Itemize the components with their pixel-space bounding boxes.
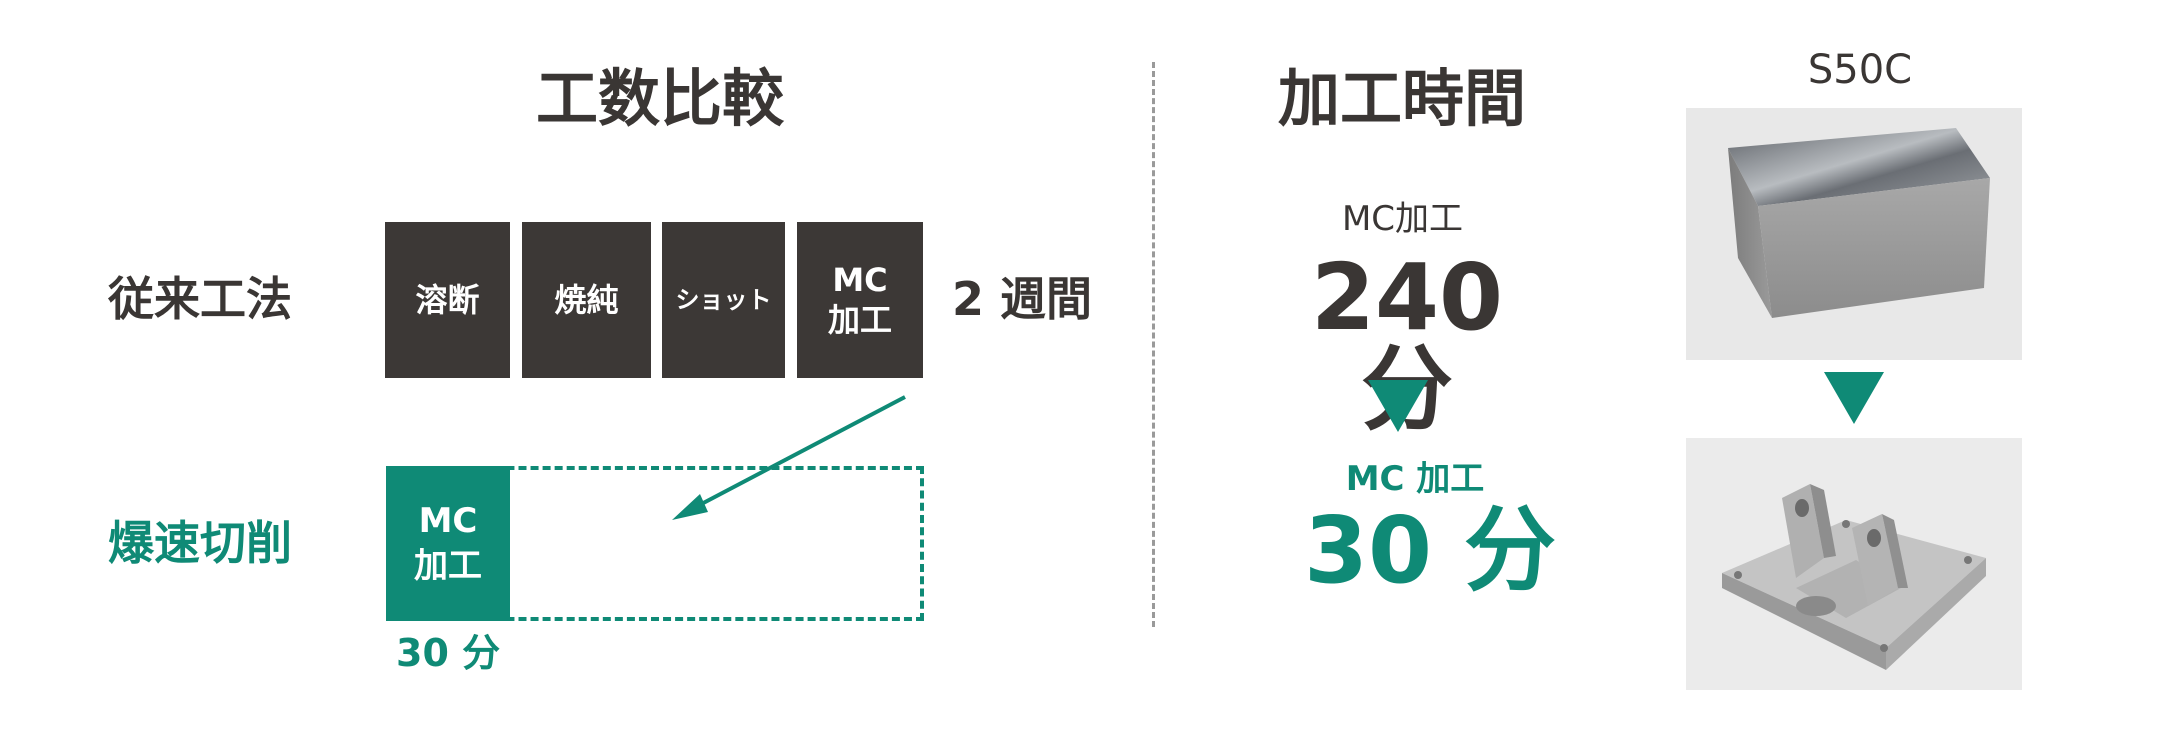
step-shot-label: ショット <box>675 286 772 314</box>
comparison-title: 工数比較 <box>535 62 784 135</box>
rapid-machining-box: MC 加工 <box>386 466 510 621</box>
machining-time-title: 加工時間 <box>1277 62 1526 135</box>
raw-block-image <box>1728 128 1990 318</box>
rapid-machining-line1: MC <box>418 501 478 542</box>
step-fusing-box: 溶断 <box>385 222 510 378</box>
step-machining-box: MC 加工 <box>797 222 923 378</box>
rapid-machining-line2: 加工 <box>414 545 482 586</box>
after-label: MC 加工 <box>1345 459 1485 499</box>
rapid-duration: 30 分 <box>396 631 501 675</box>
after-time-value: 30 分 <box>1303 497 1557 604</box>
machined-part-photo <box>1686 438 2022 690</box>
raw-block-photo <box>1686 108 2022 360</box>
conventional-method-label: 従来工法 <box>108 272 292 326</box>
machined-part-image <box>1722 484 1986 670</box>
section-divider <box>1152 62 1155 627</box>
step-machining-label: MC 加工 <box>827 261 892 339</box>
step-annealing-box: 焼純 <box>522 222 651 378</box>
step-annealing-label: 焼純 <box>554 281 619 319</box>
rapid-cutting-label: 爆速切削 <box>108 516 292 570</box>
step-shot-box: ショット <box>662 222 785 378</box>
part-down-arrow-icon <box>1824 372 1884 424</box>
before-label: MC加工 <box>1341 199 1464 239</box>
time-down-arrow-icon <box>1368 380 1428 432</box>
step-fusing-label: 溶断 <box>415 281 480 319</box>
conventional-duration: 2 週間 <box>952 272 1093 326</box>
material-label: S50C <box>1807 47 1913 93</box>
